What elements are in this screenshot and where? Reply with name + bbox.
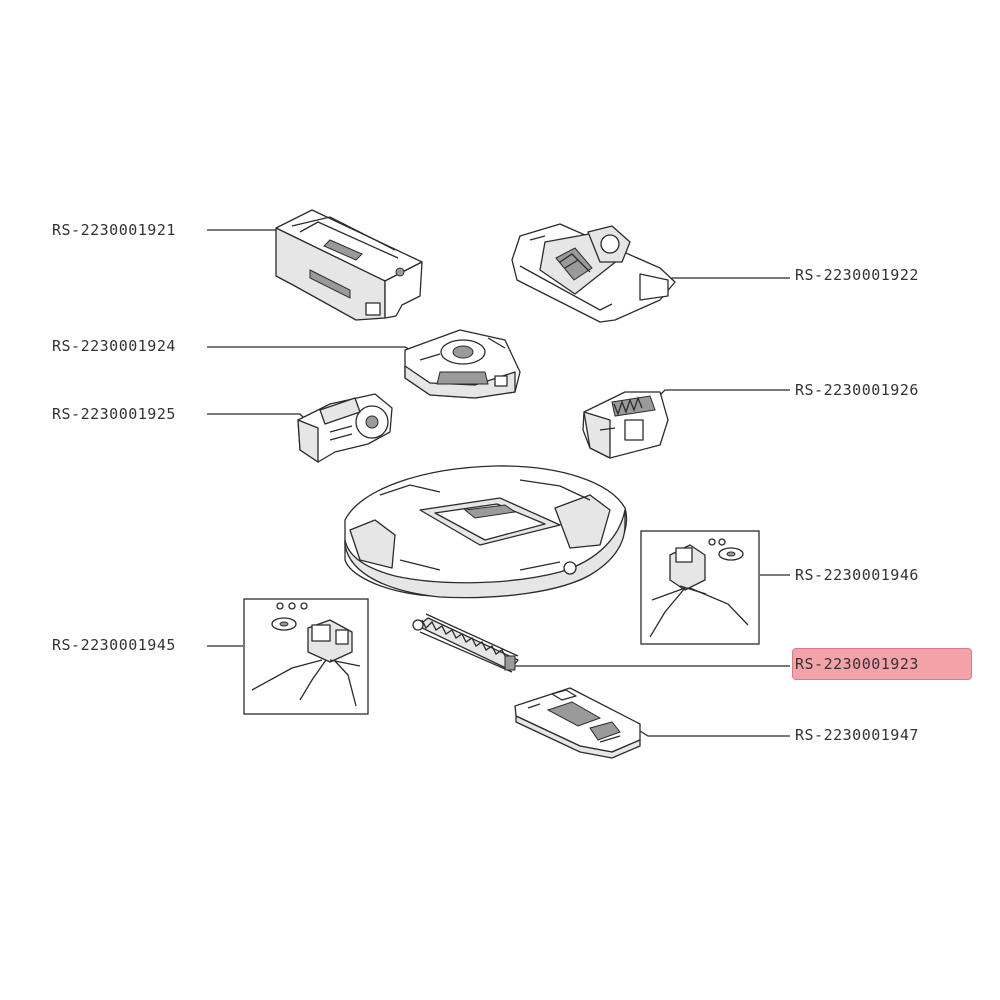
part-label-1921[interactable]: RS-2230001921 (52, 221, 176, 239)
right-wheel-drawing[interactable] (582, 391, 669, 459)
dust-bin-drawing[interactable] (275, 209, 423, 321)
part-label-1926[interactable]: RS-2230001926 (795, 381, 919, 399)
brush-housing-drawing[interactable] (511, 223, 676, 323)
left-side-brush-drawing[interactable] (243, 598, 369, 715)
part-label-1924[interactable]: RS-2230001924 (52, 337, 176, 355)
left-wheel-drawing[interactable] (297, 393, 393, 463)
brush-cover-drawing[interactable] (514, 687, 641, 759)
part-label-1922[interactable]: RS-2230001922 (795, 266, 919, 284)
part-label-1923[interactable]: RS-2230001923 (795, 655, 919, 673)
part-label-1946[interactable]: RS-2230001946 (795, 566, 919, 584)
part-label-1947[interactable]: RS-2230001947 (795, 726, 919, 744)
part-label-1925[interactable]: RS-2230001925 (52, 405, 176, 423)
selected-part-highlight (792, 648, 972, 680)
chassis-drawing (344, 465, 628, 599)
part-label-1945[interactable]: RS-2230001945 (52, 636, 176, 654)
main-roller-brush-drawing[interactable] (412, 613, 519, 673)
fan-module-drawing[interactable] (404, 329, 521, 399)
right-side-brush-drawing[interactable] (640, 530, 760, 645)
